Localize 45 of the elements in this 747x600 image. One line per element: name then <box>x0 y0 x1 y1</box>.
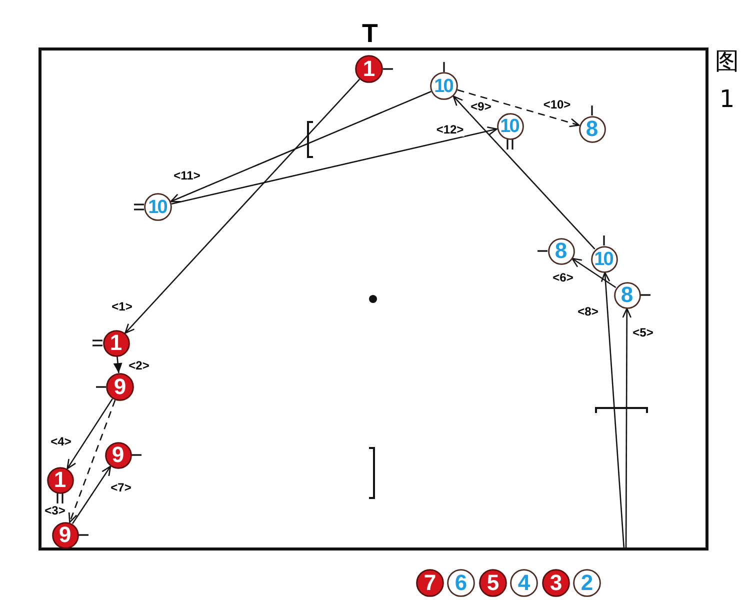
player-circle: 3 <box>542 569 570 597</box>
letter-label: T <box>362 21 378 45</box>
player-circle: 5 <box>479 569 507 597</box>
edge-label: <11> <box>172 170 202 182</box>
arrow <box>572 258 616 288</box>
edge-label: <2> <box>128 360 150 372</box>
arrow <box>171 126 498 205</box>
arrow <box>113 356 122 374</box>
player-circle: 7 <box>416 569 444 597</box>
player-circle: 1 <box>355 55 383 83</box>
player-circle: 10 <box>590 246 618 272</box>
player-circle: 10 <box>430 72 458 100</box>
player-circle: 6 <box>447 569 475 597</box>
player-circle: 8 <box>578 116 606 142</box>
arrow <box>170 90 432 202</box>
player-circle: 10 <box>144 193 172 221</box>
arrow <box>72 466 112 524</box>
edge-label: <8> <box>576 306 600 318</box>
player-circle: 8 <box>548 238 574 264</box>
player-circle: 10 <box>496 112 524 140</box>
arrow <box>622 308 632 549</box>
player-circle: 9 <box>106 373 134 401</box>
player-circle: 8 <box>614 282 640 308</box>
arrow <box>457 89 580 128</box>
player-circle: 9 <box>52 522 78 548</box>
player-circle: 1 <box>102 330 130 356</box>
arrow <box>68 400 116 523</box>
arrow <box>124 78 360 334</box>
edge-label: <6> <box>552 272 574 284</box>
edge-label: <4> <box>50 436 72 448</box>
player-circle: 4 <box>510 569 538 597</box>
edge-label: <1> <box>110 300 134 314</box>
edge-label: <10> <box>542 98 572 112</box>
arrow <box>600 272 625 550</box>
edge-label: <9> <box>470 100 492 114</box>
edge-label: <5> <box>632 326 654 340</box>
player-circle: 9 <box>104 442 132 468</box>
arrow <box>66 398 113 470</box>
player-circle: 2 <box>573 569 601 597</box>
player-circle: 1 <box>46 466 74 494</box>
arrow <box>452 96 596 250</box>
edge-label: <7> <box>110 482 132 494</box>
edge-label: <3> <box>44 504 66 518</box>
edge-label: <12> <box>435 124 465 136</box>
caption: 图 1 <box>714 46 740 115</box>
